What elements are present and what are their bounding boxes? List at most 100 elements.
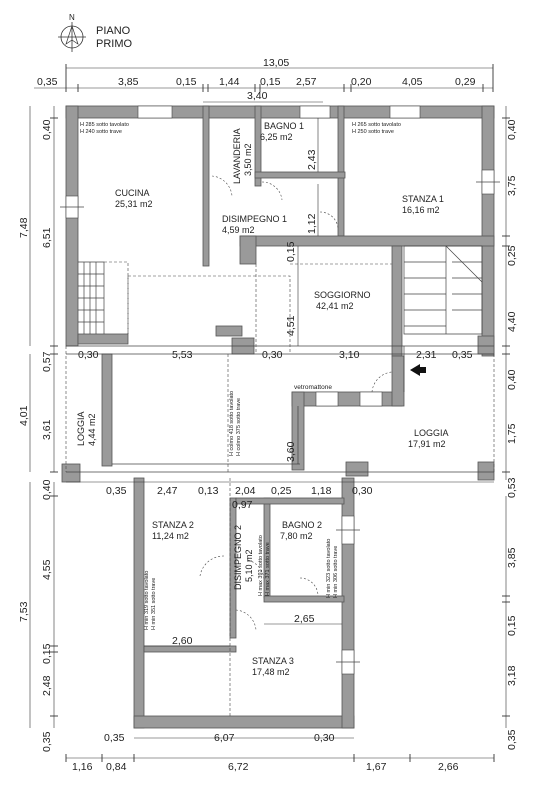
room-loggia-left-area: 4,44 m2 bbox=[87, 413, 97, 446]
dim-right-a6: 0,53 bbox=[506, 477, 518, 498]
dim-bottom1-2: 0,30 bbox=[314, 732, 335, 744]
plan-title-line1: PIANO bbox=[96, 25, 131, 37]
room-stanza3-name: STANZA 3 bbox=[252, 656, 294, 666]
stairs-left bbox=[78, 261, 129, 334]
room-lavanderia-name: LAVANDERIA bbox=[232, 128, 242, 184]
room-stanza1-name: STANZA 1 bbox=[402, 194, 444, 204]
dim-right-a5: 1,75 bbox=[506, 423, 518, 444]
room-lavanderia-area: 3,50 m2 bbox=[243, 143, 253, 176]
room-loggia-right-area: 17,91 m2 bbox=[408, 439, 446, 449]
dim-right-b0: 3,85 bbox=[506, 547, 518, 568]
dim-right-a4: 0,40 bbox=[506, 369, 518, 390]
note-colmo-1: H colmo 418 sotto tavolato bbox=[229, 391, 235, 456]
dim-top-2: 0,15 bbox=[176, 76, 197, 88]
room-soggiorno-area: 42,41 m2 bbox=[316, 301, 354, 311]
windows-upper bbox=[60, 105, 500, 219]
dim-top-1: 3,85 bbox=[118, 76, 139, 88]
note-st2-1: H min 319 sotto tavolato bbox=[144, 571, 150, 630]
dim-mid-5: 0,35 bbox=[452, 349, 473, 361]
dim-top-4: 0,15 bbox=[260, 76, 281, 88]
dim-bottom2-3: 1,67 bbox=[366, 761, 387, 773]
dim-right-b3: 0,35 bbox=[506, 729, 518, 750]
dim-left-a1: 6,51 bbox=[41, 227, 53, 248]
dim-left-b3: 2,48 bbox=[41, 675, 53, 696]
walls-upper bbox=[65, 105, 495, 357]
dim-0-97: 0,97 bbox=[232, 499, 253, 511]
dim-1-12: 1,12 bbox=[306, 213, 318, 234]
north-arrow-icon: N bbox=[58, 13, 86, 52]
dim-2-43: 2,43 bbox=[306, 149, 318, 170]
dim-left-b4: 0,35 bbox=[41, 731, 53, 752]
room-stanza2-name: STANZA 2 bbox=[152, 520, 194, 530]
dim-mid-2: 0,30 bbox=[262, 349, 283, 361]
dim-mid-0: 0,30 bbox=[78, 349, 99, 361]
plan-title-line2: PRIMO bbox=[96, 38, 133, 50]
dim-top-6: 0,20 bbox=[351, 76, 372, 88]
note-cucina-2: H 240 sotto trave bbox=[80, 129, 122, 135]
note-dis2-2: H max 371 sotto trave bbox=[265, 542, 271, 596]
walls-lower bbox=[133, 477, 355, 729]
note-vetromattone: vetromattone bbox=[294, 384, 332, 391]
dim-top-3: 1,44 bbox=[219, 76, 240, 88]
dim-left-b2: 0,15 bbox=[41, 643, 53, 664]
room-bagno1-name: BAGNO 1 bbox=[264, 121, 304, 131]
dim-left-b0: 0,40 bbox=[41, 479, 53, 500]
dim-bottom1-1: 6,07 bbox=[214, 732, 235, 744]
room-stanza1-area: 16,16 m2 bbox=[402, 205, 440, 215]
windows-lower bbox=[199, 478, 360, 716]
dim-right-a1: 3,75 bbox=[506, 175, 518, 196]
room-loggia-right-name: LOGGIA bbox=[414, 428, 449, 438]
dim-low-1: 2,47 bbox=[157, 485, 178, 497]
dim-left-a3: 3,61 bbox=[41, 419, 53, 440]
note-dis2-1: H max 392 sotto tavolato bbox=[258, 535, 264, 596]
room-stanza3-area: 17,48 m2 bbox=[252, 667, 290, 677]
note-stanza1-2: H 250 sotto trave bbox=[352, 129, 394, 135]
north-label: N bbox=[69, 13, 75, 22]
dim-top-8: 0,29 bbox=[455, 76, 476, 88]
dim-left-a0: 0,40 bbox=[41, 119, 53, 140]
dim-bottom2-4: 2,66 bbox=[438, 761, 459, 773]
dim-left-total: 7,48 bbox=[18, 217, 30, 238]
dashed-outlines-upper bbox=[127, 175, 392, 354]
middle-lines bbox=[65, 345, 495, 473]
dim-mid-3: 3,10 bbox=[339, 349, 360, 361]
dim-0-15: 0,15 bbox=[285, 241, 297, 262]
dim-low-3: 2,04 bbox=[235, 485, 256, 497]
dim-top-5: 2,57 bbox=[296, 76, 317, 88]
dim-4-51: 4,51 bbox=[285, 315, 297, 336]
dim-low-6: 0,30 bbox=[352, 485, 373, 497]
dim-bottom1-0: 0,35 bbox=[104, 732, 125, 744]
left-dimension-chain bbox=[29, 106, 58, 728]
right-dimension-chain bbox=[502, 106, 510, 728]
room-soggiorno-name: SOGGIORNO bbox=[314, 290, 371, 300]
dim-top-7: 4,05 bbox=[402, 76, 423, 88]
room-cucina-name: CUCINA bbox=[115, 188, 150, 198]
dim-low-0: 0,35 bbox=[106, 485, 127, 497]
room-disimpegno2-name: DISIMPEGNO 2 bbox=[233, 525, 243, 590]
note-colmo-2: H colmo 375 sotto trave bbox=[236, 398, 242, 456]
dim-right-a0: 0,40 bbox=[506, 119, 518, 140]
dim-2-65: 2,65 bbox=[294, 613, 315, 625]
room-bagno2-name: BAGNO 2 bbox=[282, 520, 322, 530]
room-bagno1-area: 6,25 m2 bbox=[260, 132, 293, 142]
note-b2-2: H min 306 sotto trave bbox=[333, 546, 339, 598]
room-disimpegno1-name: DISIMPEGNO 1 bbox=[222, 214, 287, 224]
dim-right-a3: 4,40 bbox=[506, 311, 518, 332]
top-dimension-chain bbox=[34, 64, 494, 92]
note-cucina-1: H 285 sotto tavolato bbox=[80, 122, 129, 128]
dim-2-60: 2,60 bbox=[172, 635, 193, 647]
room-bagno2-area: 7,80 m2 bbox=[280, 531, 313, 541]
room-loggia-left-name: LOGGIA bbox=[76, 411, 86, 446]
dim-right-a2: 0,25 bbox=[506, 245, 518, 266]
dim-low-5: 1,18 bbox=[311, 485, 332, 497]
dim-low-4: 0,25 bbox=[271, 485, 292, 497]
dim-right-b1: 0,15 bbox=[506, 615, 518, 636]
stairs-right bbox=[403, 245, 483, 335]
room-disimpegno2-area: 5,10 m2 bbox=[244, 549, 254, 582]
room-cucina-area: 25,31 m2 bbox=[115, 199, 153, 209]
dim-mid-4: 2,31 bbox=[416, 349, 437, 361]
dim-bottom2-2: 6,72 bbox=[228, 761, 249, 773]
dim-left-a2: 0,57 bbox=[41, 351, 53, 372]
room-stanza2-area: 11,24 m2 bbox=[152, 531, 189, 541]
